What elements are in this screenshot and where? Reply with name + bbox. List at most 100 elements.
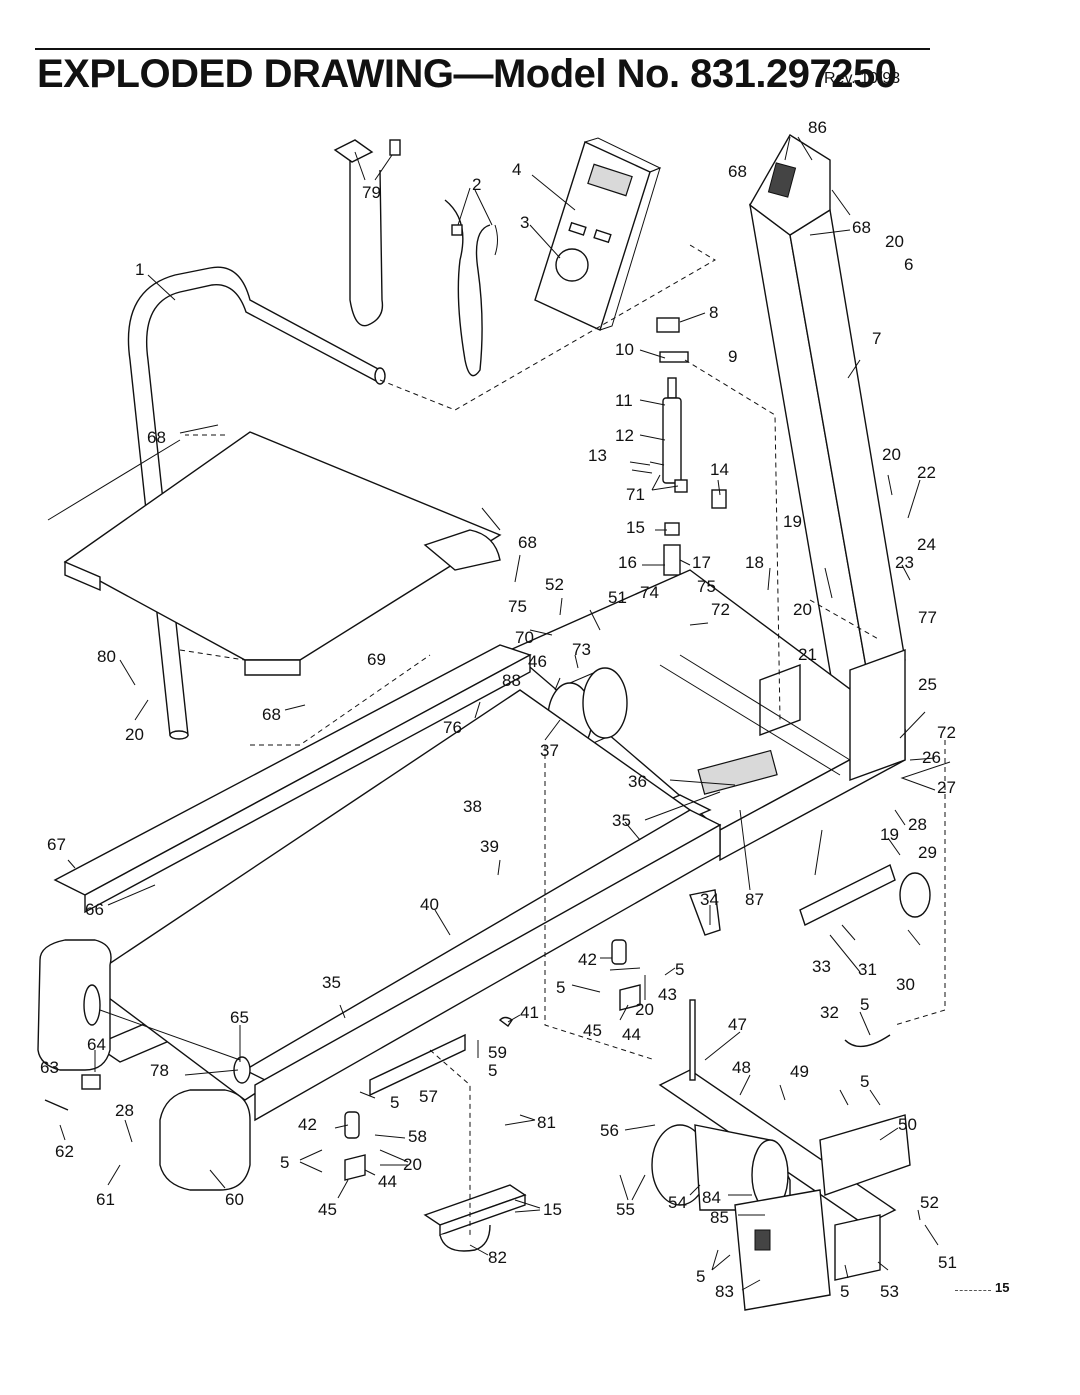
callout: 75	[508, 597, 527, 616]
callout: 38	[463, 797, 482, 816]
safety-key-part	[333, 139, 401, 327]
callout: 34	[700, 890, 719, 909]
frame-part	[508, 569, 907, 862]
callout: 77	[918, 608, 937, 627]
callout: 53	[880, 1282, 899, 1301]
callout: 30	[896, 975, 915, 994]
callout: 33	[812, 957, 831, 976]
callout: 76	[443, 718, 462, 737]
callout: 70	[515, 628, 534, 647]
callout: 28	[115, 1101, 134, 1120]
callout: 73	[572, 640, 591, 659]
callout: 29	[918, 843, 937, 862]
callout: 47	[728, 1015, 747, 1034]
callout: 71	[626, 485, 645, 504]
callout: 15	[626, 518, 645, 537]
callout: 20	[885, 232, 904, 251]
callout: 20	[882, 445, 901, 464]
callout: 51	[608, 588, 627, 607]
callout: 67	[47, 835, 66, 854]
callout: 62	[55, 1142, 74, 1161]
callout: 45	[318, 1200, 337, 1219]
callout: 5	[390, 1093, 399, 1112]
callout: 14	[710, 460, 729, 479]
callout: 49	[790, 1062, 809, 1081]
callout: 46	[528, 652, 547, 671]
callout: 22	[917, 463, 936, 482]
callout: 68	[728, 162, 747, 181]
callout: 6	[904, 255, 913, 274]
callout: 68	[852, 218, 871, 237]
callout: 50	[898, 1115, 917, 1134]
callout: 5	[860, 1072, 869, 1091]
callout: 16	[618, 553, 637, 572]
console-part	[534, 137, 662, 331]
rear-roller-part	[99, 1009, 251, 1084]
callout: 20	[125, 725, 144, 744]
callout: 60	[225, 1190, 244, 1209]
callout: 9	[728, 347, 737, 366]
callout: 64	[87, 1035, 106, 1054]
callout: 51	[938, 1253, 957, 1272]
callout: 84	[702, 1188, 721, 1207]
callout: 42	[578, 950, 597, 969]
callout: 40	[420, 895, 439, 914]
callout: 79	[362, 183, 381, 202]
callout: 72	[711, 600, 730, 619]
callout: 65	[230, 1008, 249, 1027]
callout: 19	[783, 512, 802, 531]
callout: 31	[858, 960, 877, 979]
walking-deck-part	[63, 431, 502, 676]
callout: 32	[820, 1003, 839, 1022]
callout: 80	[97, 647, 116, 666]
pulse-sensor-part	[444, 199, 498, 377]
callout: 42	[298, 1115, 317, 1134]
callout: 15	[543, 1200, 562, 1219]
callout: 5	[556, 978, 565, 997]
callout: 48	[732, 1058, 751, 1077]
callout: 5	[675, 960, 684, 979]
callout: 82	[488, 1248, 507, 1267]
callout: 19	[880, 825, 899, 844]
callout: 37	[540, 741, 559, 760]
callout: 58	[408, 1127, 427, 1146]
handrail-part	[127, 266, 386, 740]
callout: 3	[520, 213, 529, 232]
callout: 5	[840, 1282, 849, 1301]
callout: 21	[798, 645, 817, 664]
callout: 25	[918, 675, 937, 694]
callout: 44	[378, 1172, 397, 1191]
callout: 56	[600, 1121, 619, 1140]
callout: 20	[793, 600, 812, 619]
callout: 52	[920, 1193, 939, 1212]
callout: 17	[692, 553, 711, 572]
callout: 63	[40, 1058, 59, 1077]
callout: 11	[615, 391, 633, 410]
callout: 20	[635, 1000, 654, 1019]
callout: 5	[488, 1061, 497, 1080]
base-bracket-part	[423, 1184, 527, 1252]
callout: 24	[917, 535, 936, 554]
roller-guard-part	[37, 939, 251, 1191]
belt-and-rails-part	[53, 644, 722, 1122]
callout: 35	[322, 973, 341, 992]
assembly-guidelines	[179, 244, 946, 1235]
callout: 54	[668, 1193, 687, 1212]
callout: 10	[615, 340, 634, 359]
callout: 13	[588, 446, 607, 465]
callout: 5	[696, 1267, 705, 1286]
callout: 68	[518, 533, 537, 552]
callout: 41	[520, 1003, 539, 1022]
callout: 20	[403, 1155, 422, 1174]
callout: 72	[937, 723, 956, 742]
callout: 88	[502, 671, 521, 690]
callout: 2	[472, 175, 481, 194]
callout: 74	[640, 583, 659, 602]
callout: 68	[262, 705, 281, 724]
callout: 1	[135, 260, 144, 279]
callout: 66	[85, 900, 104, 919]
callout: 45	[583, 1021, 602, 1040]
small-parts	[44, 864, 931, 1181]
callout: 44	[622, 1025, 641, 1044]
